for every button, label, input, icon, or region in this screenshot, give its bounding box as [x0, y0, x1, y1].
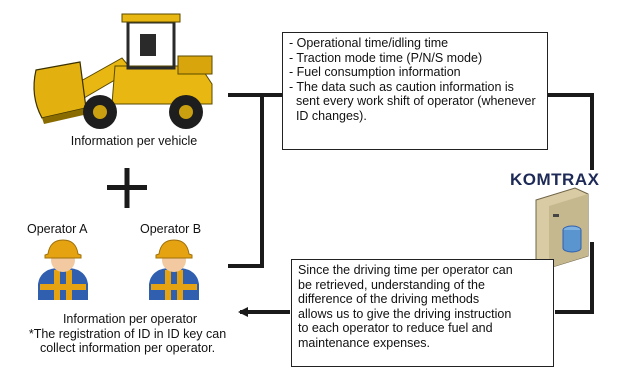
vehicle-data-item: - The data such as caution information i… [289, 79, 514, 94]
vehicle-data-item: sent every work shift of operator (whene… [289, 94, 536, 109]
wheel-loader-icon [33, 13, 213, 129]
vehicle-caption: Information per vehicle [70, 134, 198, 148]
operator-caption: Information per operator [62, 312, 198, 326]
komtrax-logo: KOMTRAX [510, 170, 600, 189]
plus-icon [107, 168, 147, 208]
top-box-to-server-line [547, 93, 594, 170]
server-to-bottom-box-line [555, 242, 594, 314]
operator-a-label: Operator A [27, 222, 88, 236]
vehicle-data-item: - Fuel consumption information [289, 65, 461, 80]
benefit-line: allows us to give the driving instructio… [298, 306, 512, 321]
server-icon [535, 187, 589, 269]
operator-b-label: Operator B [140, 222, 202, 236]
vehicle-data-item: - Traction mode time (P/N/S mode) [289, 50, 483, 65]
operator-icon [149, 239, 199, 300]
benefit-box: Since the driving time per operator can … [291, 259, 554, 367]
vehicle-data-box: - Operational time/idling time - Tractio… [282, 32, 548, 150]
benefit-line: difference of the driving methods [298, 292, 480, 307]
bracket-line [228, 93, 264, 268]
benefit-line: to each operator to reduce fuel and [298, 321, 493, 336]
vehicle-data-item: ID changes). [289, 108, 367, 123]
benefit-line: maintenance expenses. [298, 335, 431, 350]
vehicle-data-item: - Operational time/idling time [289, 36, 449, 50]
operator-note-line-1: *The registration of ID in ID key can [28, 327, 227, 341]
vehicle-data-list: - Operational time/idling time - Tractio… [289, 36, 541, 124]
operator-icon [38, 239, 88, 300]
connector-lines [228, 93, 594, 317]
benefit-line: Since the driving time per operator can [298, 263, 513, 277]
operator-note-line-2: collect information per operator. [39, 341, 216, 355]
benefit-line: be retrieved, understanding of the [298, 277, 485, 292]
